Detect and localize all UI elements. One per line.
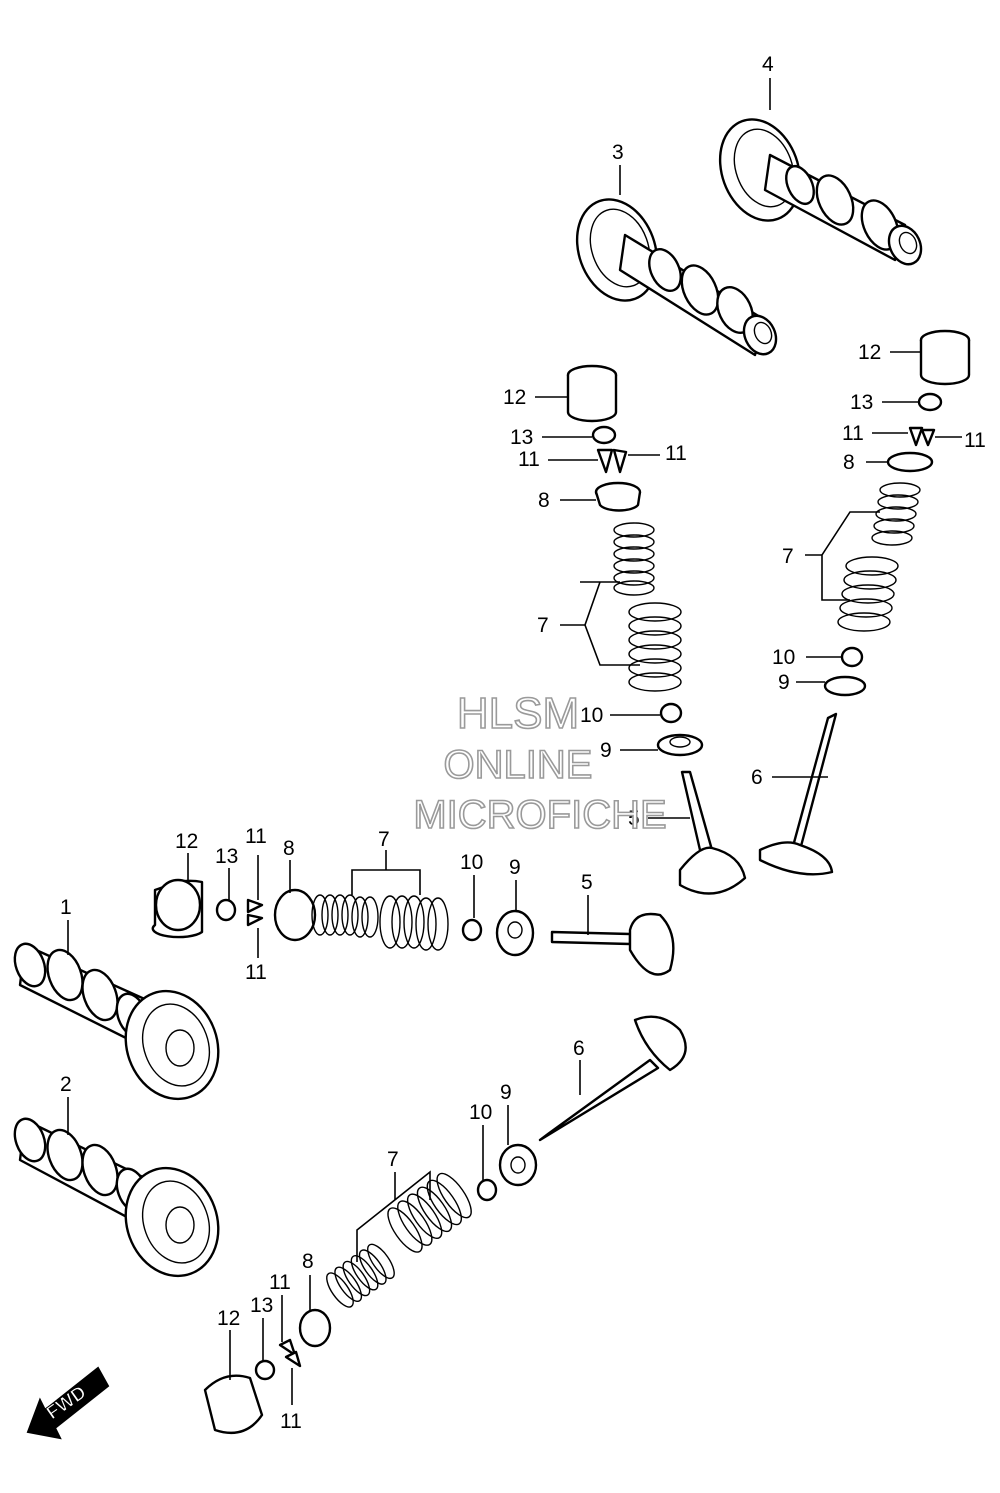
callout-labels: 4 3 12 13 11 11 8 7 10 9 5 12 13 11 11 8… [60,53,986,1433]
camshaft-4 [718,118,923,266]
callout-13: 13 [215,845,238,868]
valve-stack-center [566,364,747,895]
callout-10: 10 [460,851,483,874]
callout-1: 1 [60,896,72,919]
callout-3: 3 [612,141,624,164]
camshaft-3 [575,198,778,357]
callout-9: 9 [778,671,790,694]
callout-11: 11 [964,429,986,452]
watermark: HLSM ONLINE MICROFICHE [413,688,668,838]
callout-9: 9 [500,1081,512,1104]
callout-7: 7 [378,828,390,851]
valve-stack-lower [203,1015,687,1435]
callout-6: 6 [751,766,763,789]
callout-8: 8 [538,489,550,512]
callout-13: 13 [850,391,873,414]
callout-2: 2 [60,1073,72,1096]
callout-12: 12 [503,386,526,409]
callout-10: 10 [580,704,603,727]
callout-12: 12 [858,341,881,364]
camshaft-1 [13,942,220,1101]
callout-6: 6 [573,1037,585,1060]
callout-4: 4 [762,53,774,76]
callout-8: 8 [302,1250,314,1273]
callout-5: 5 [628,807,640,830]
callout-8: 8 [283,837,295,860]
callout-11: 11 [665,442,687,465]
callout-12: 12 [175,830,198,853]
callout-7: 7 [782,545,794,568]
camshaft-2 [13,1117,220,1278]
callout-10: 10 [469,1101,492,1124]
watermark-line-2: ONLINE [444,743,593,787]
callout-8: 8 [843,451,855,474]
callout-13: 13 [510,426,533,449]
callout-11: 11 [269,1271,291,1294]
valve-stack-horizontal [151,878,675,976]
callout-10: 10 [772,646,795,669]
callout-11: 11 [245,825,267,848]
watermark-line-3: MICROFICHE [413,793,666,837]
leader-lines [67,78,962,1405]
callout-13: 13 [250,1294,273,1317]
callout-12: 12 [217,1307,240,1330]
callout-11: 11 [245,961,267,984]
callout-7: 7 [387,1148,399,1171]
callout-9: 9 [509,856,521,879]
callout-9: 9 [600,739,612,762]
watermark-line-1: HLSM [457,689,579,738]
callout-11: 11 [842,422,864,445]
fwd-arrow-icon: FWD [26,1366,110,1440]
callout-5: 5 [581,871,593,894]
valve-stack-right [758,329,971,876]
callout-11: 11 [280,1410,302,1433]
callout-7: 7 [537,614,549,637]
callout-11: 11 [518,448,540,471]
